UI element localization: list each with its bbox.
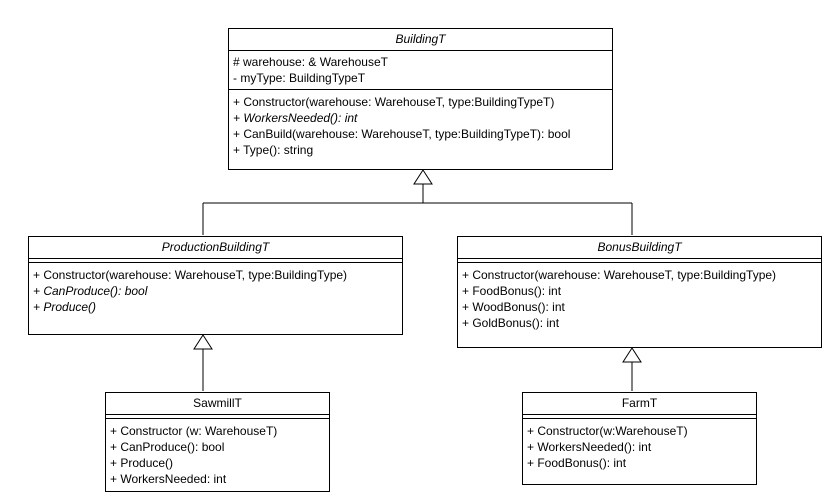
method-line: + CanProduce(): bool [110,440,225,454]
method-line: + FoodBonus(): int [527,456,627,470]
method-line: + FoodBonus(): int [462,284,562,298]
class-title: BuildingT [229,29,612,51]
method-line: + Produce() [110,456,174,470]
method-line: + Constructor(warehouse: WarehouseT, typ… [233,95,555,109]
class-title: BonusBuildingT [458,237,821,259]
inheritance-triangle-icon [622,347,642,363]
methods-compartment: + Constructor(warehouse: WarehouseT, typ… [458,263,821,335]
class-farmt: FarmT + Constructor(w:WarehouseT) + Work… [522,392,757,485]
method-line: + WorkersNeeded(): int [527,440,652,454]
class-title: FarmT [523,393,756,415]
attribute-line: # warehouse: & WarehouseT [233,55,388,69]
method-line: + Produce() [33,300,97,314]
class-sawmillt: SawmillT + Constructor (w: WarehouseT) +… [105,392,330,492]
attributes-compartment [523,415,756,419]
inheritance-triangle-icon [193,334,213,350]
generalization-edge-productionbuildingt-sawmillt [193,334,213,391]
methods-compartment: + Constructor(warehouse: WarehouseT, typ… [229,90,612,162]
method-line: + Constructor(warehouse: WarehouseT, typ… [462,268,777,282]
method-line: + Constructor (w: WarehouseT) [110,424,278,438]
inheritance-triangle-icon [413,169,433,185]
method-line: + WorkersNeeded(): int [233,111,358,125]
method-line: + Constructor(warehouse: WarehouseT, typ… [33,268,348,282]
attributes-compartment: # warehouse: & WarehouseT - myType: Buil… [229,51,612,90]
methods-compartment: + Constructor(warehouse: WarehouseT, typ… [29,263,402,319]
class-buildingt: BuildingT # warehouse: & WarehouseT - my… [228,28,613,170]
method-line: + GoldBonus(): int [462,316,560,330]
class-title: SawmillT [106,393,329,415]
attributes-compartment [29,259,402,263]
method-line: + Constructor(w:WarehouseT) [527,424,688,438]
method-line: + WoodBonus(): int [462,300,565,314]
class-productionbuildingt: ProductionBuildingT + Constructor(wareho… [28,236,403,335]
methods-compartment: + Constructor(w:WarehouseT) + WorkersNee… [523,419,756,475]
method-line: + WorkersNeeded: int [110,472,227,486]
attributes-compartment [458,259,821,263]
attributes-compartment [106,415,329,419]
method-line: + CanBuild(warehouse: WarehouseT, type:B… [233,127,571,141]
method-line: + Type(): string [233,143,314,157]
generalization-edge-buildingt-children [202,169,633,235]
class-bonusbuildingt: BonusBuildingT + Constructor(warehouse: … [457,236,822,348]
generalization-edge-bonusbuildingt-farmt [622,347,642,391]
methods-compartment: + Constructor (w: WarehouseT) + CanProdu… [106,419,329,491]
class-title: ProductionBuildingT [29,237,402,259]
attribute-line: - myType: BuildingTypeT [233,71,366,85]
method-line: + CanProduce(): bool [33,284,148,298]
